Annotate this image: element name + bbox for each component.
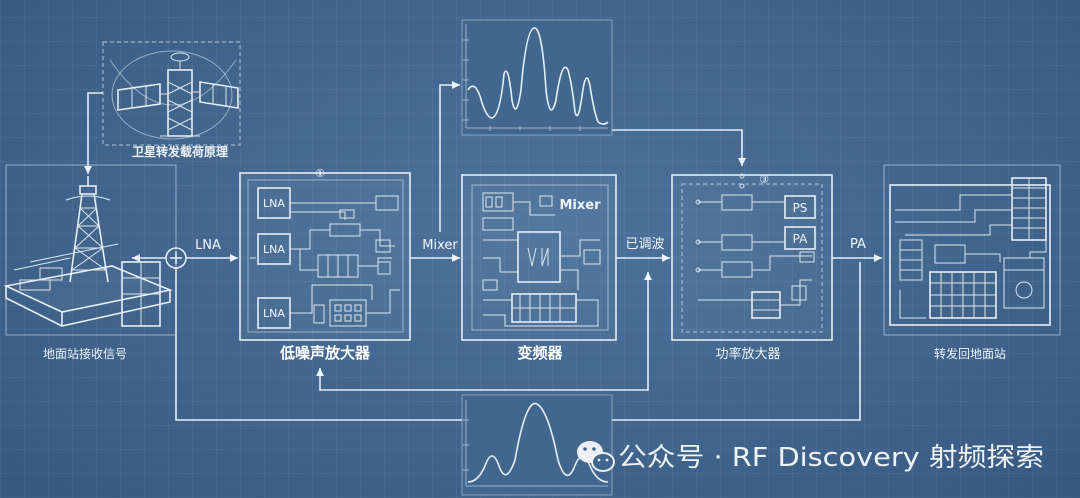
downlink-arrow [84,92,103,174]
mixer-core [517,231,561,283]
lna-stage-marker: ① [315,167,325,180]
feedback-arrow-lna [316,368,480,391]
ground-rx-label: 地面站接收信号 [43,346,127,361]
wechat-icon [577,441,615,472]
lna-stage-label: 低噪声放大器 [279,344,371,362]
mixer-signal-label: Mixer [422,238,458,253]
satellite-body [160,69,200,137]
ground-station-tx: 转发回地面站 [883,164,1061,361]
pa-box: PA [784,226,816,250]
solar-panel-left [117,83,168,111]
satellite-illustration: 卫星转发载荷原理 [102,41,241,159]
tx-rack [1011,177,1047,241]
ground-station-rx: 地面站接收信号 [3,164,177,361]
spectrum-waveform [467,27,609,125]
mixer-stage-box: Mixer 变频器 [461,174,617,362]
satellite-dish [170,52,190,62]
lna-amp-label: LNA [263,197,285,210]
antenna-tower [65,176,111,283]
lna-amp-label: LNA [263,243,285,256]
mixer-stage-label: 变频器 [517,344,563,362]
tx-circuit [895,194,1047,319]
solar-panel-right [192,81,239,109]
watermark: 公众号 · RF Discovery 射频探索 [577,441,1044,473]
lna-stage-box: ① LNA LNA LNA [239,167,411,362]
lna-circuit-wiring [250,195,400,327]
pa-stage-label: 功率放大器 [715,346,780,362]
feedback-arrow-mixer [480,272,652,391]
summing-node-icon [165,247,187,269]
diagram-title: 卫星转发载荷原理 [132,144,228,159]
to-spectrum-arrow [439,81,460,232]
modulated-wave-label: 已调波 [625,237,664,252]
ps-box: PS [784,195,816,219]
pa-stage-marker: ③ [759,173,769,186]
spectrum-plot-top [461,19,613,136]
ps-box-label: PS [793,201,808,215]
pa-stage-box: ③ PS PA [671,173,833,362]
ground-tx-label: 转发回地面站 [934,346,1006,361]
watermark-text: 公众号 · RF Discovery 射频探索 [618,443,1044,473]
lna-amp-label: LNA [263,307,285,320]
pa-circuit [695,194,815,319]
spectrum-to-pa-arrow [612,129,746,166]
pa-signal-label: PA [850,237,866,252]
lna-signal-label: LNA [195,238,221,253]
mixer-circuit [482,192,601,327]
station-platform [3,243,173,327]
mixer-block-label: Mixer [559,198,601,213]
pa-box-label: PA [793,232,808,246]
